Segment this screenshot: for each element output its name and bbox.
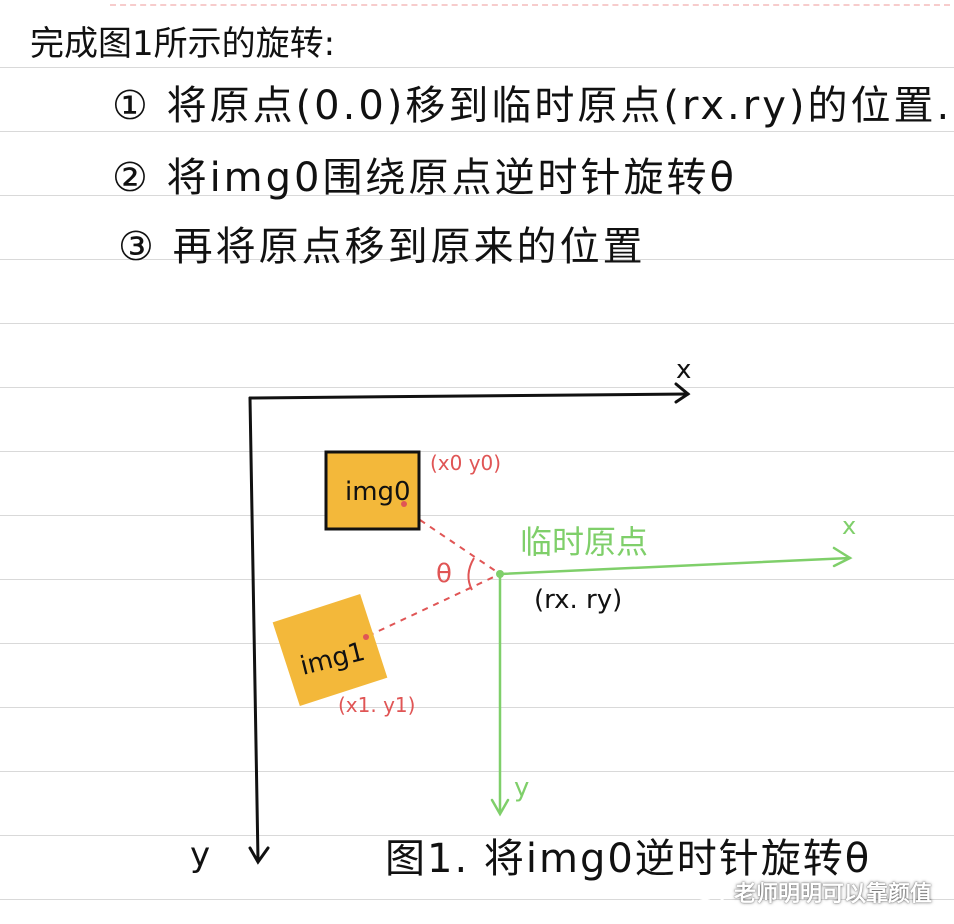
img0-coords: (x0 y0) <box>430 451 501 475</box>
main-axes <box>248 382 691 865</box>
main-y-label: y <box>190 835 210 875</box>
main-y-arrowhead <box>248 846 270 865</box>
img0-box <box>324 450 421 531</box>
rotation-radii <box>367 519 501 637</box>
step-1: ① 将原点(0.0)移到临时原点(rx.ry)的位置. <box>112 83 953 129</box>
angle-arc <box>467 557 475 591</box>
radius-img1 <box>367 573 501 637</box>
wechat-icon <box>692 879 726 905</box>
img1-corner-point <box>363 634 369 640</box>
step-3: ③ 再将原点移到原来的位置 <box>118 224 646 270</box>
step-2: ② 将img0围绕原点逆时针旋转θ <box>112 155 737 201</box>
top-red-scribble <box>110 0 950 6</box>
temp-origin-coords: (rx. ry) <box>534 585 622 615</box>
temp-axes <box>490 546 853 817</box>
watermark-text: 老师明明可以靠颜值 <box>733 882 932 907</box>
temp-y-arrowhead <box>490 798 510 817</box>
img1-coords: (x1. y1) <box>338 693 415 717</box>
temp-origin-point <box>496 570 504 578</box>
main-x-label: x <box>676 355 691 385</box>
temp-y-label: y <box>514 773 529 803</box>
angle-label: θ <box>436 559 452 589</box>
temp-x-axis <box>498 556 852 576</box>
img1-box <box>272 593 388 707</box>
img0-label: img0 <box>345 477 411 507</box>
main-x-axis <box>248 392 690 400</box>
figure-caption: 图1. 将img0逆时针旋转θ <box>385 836 872 882</box>
main-x-arrowhead <box>674 382 691 404</box>
radius-img0 <box>419 519 501 575</box>
temp-x-label: x <box>842 512 856 540</box>
watermark: 老师明明可以靠颜值 <box>692 876 932 908</box>
main-y-axis <box>248 396 260 862</box>
notes-title: 完成图1所示的旋转: <box>30 24 336 64</box>
temp-origin-label: 临时原点 <box>520 523 648 561</box>
temp-x-arrowhead <box>832 546 853 568</box>
